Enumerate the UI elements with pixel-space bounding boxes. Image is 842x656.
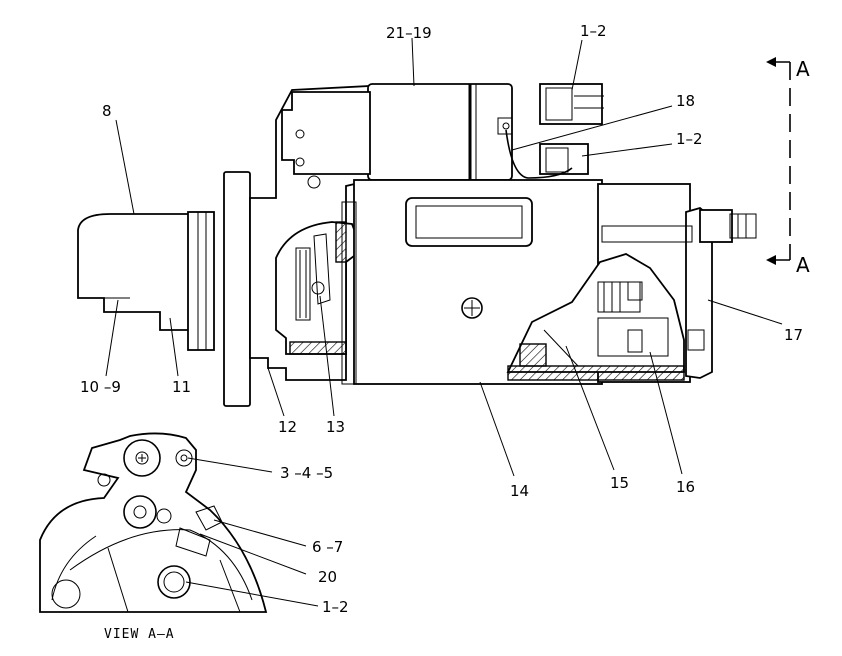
solenoid-bracket [281,91,371,175]
positive-terminal [699,209,733,243]
nose-collar [187,211,215,351]
callout-11: 11 [172,378,191,396]
callout-1-2-top: 1–2 [580,22,607,40]
callout-20: 20 [318,568,337,586]
callout-1-2-mid: 1–2 [676,130,703,148]
terminal-stud-mid [539,143,589,175]
callout-12: 12 [278,418,297,436]
end-cap [685,207,713,379]
callout-6-7: 6 –7 [312,538,343,556]
end-view-mount-hole [157,565,191,599]
end-view-housing [39,432,268,613]
section-label-bottom: A [796,253,810,277]
leader-lines [105,37,783,477]
drive-housing [77,213,191,331]
frame-screw [461,297,483,319]
section-label-top: A [796,57,810,81]
connector-wire [505,129,573,179]
frame-window [405,197,533,247]
terminal-stud-top [539,83,603,125]
starter-assembly [77,83,757,407]
callout-15: 15 [610,474,629,492]
callout-14: 14 [510,482,529,500]
mounting-flange [223,171,251,407]
end-view [39,432,319,613]
callout-17: 17 [784,326,803,344]
end-view-terminal-2 [123,495,157,529]
callout-18: 18 [676,92,695,110]
callout-8: 8 [102,102,112,120]
section-marker: A A [766,57,810,277]
callout-10-9: 10 –9 [80,378,121,396]
callout-21-19: 21–19 [386,24,432,42]
view-caption: VIEW A–A [104,627,175,642]
callout-3-4-5: 3 –4 –5 [280,464,333,482]
callout-1-2-view: 1–2 [322,598,349,616]
solenoid [367,83,513,181]
callout-16: 16 [676,478,695,496]
shift-lever-cutaway [275,221,364,355]
callout-13: 13 [326,418,345,436]
end-view-terminal-1 [123,439,161,477]
